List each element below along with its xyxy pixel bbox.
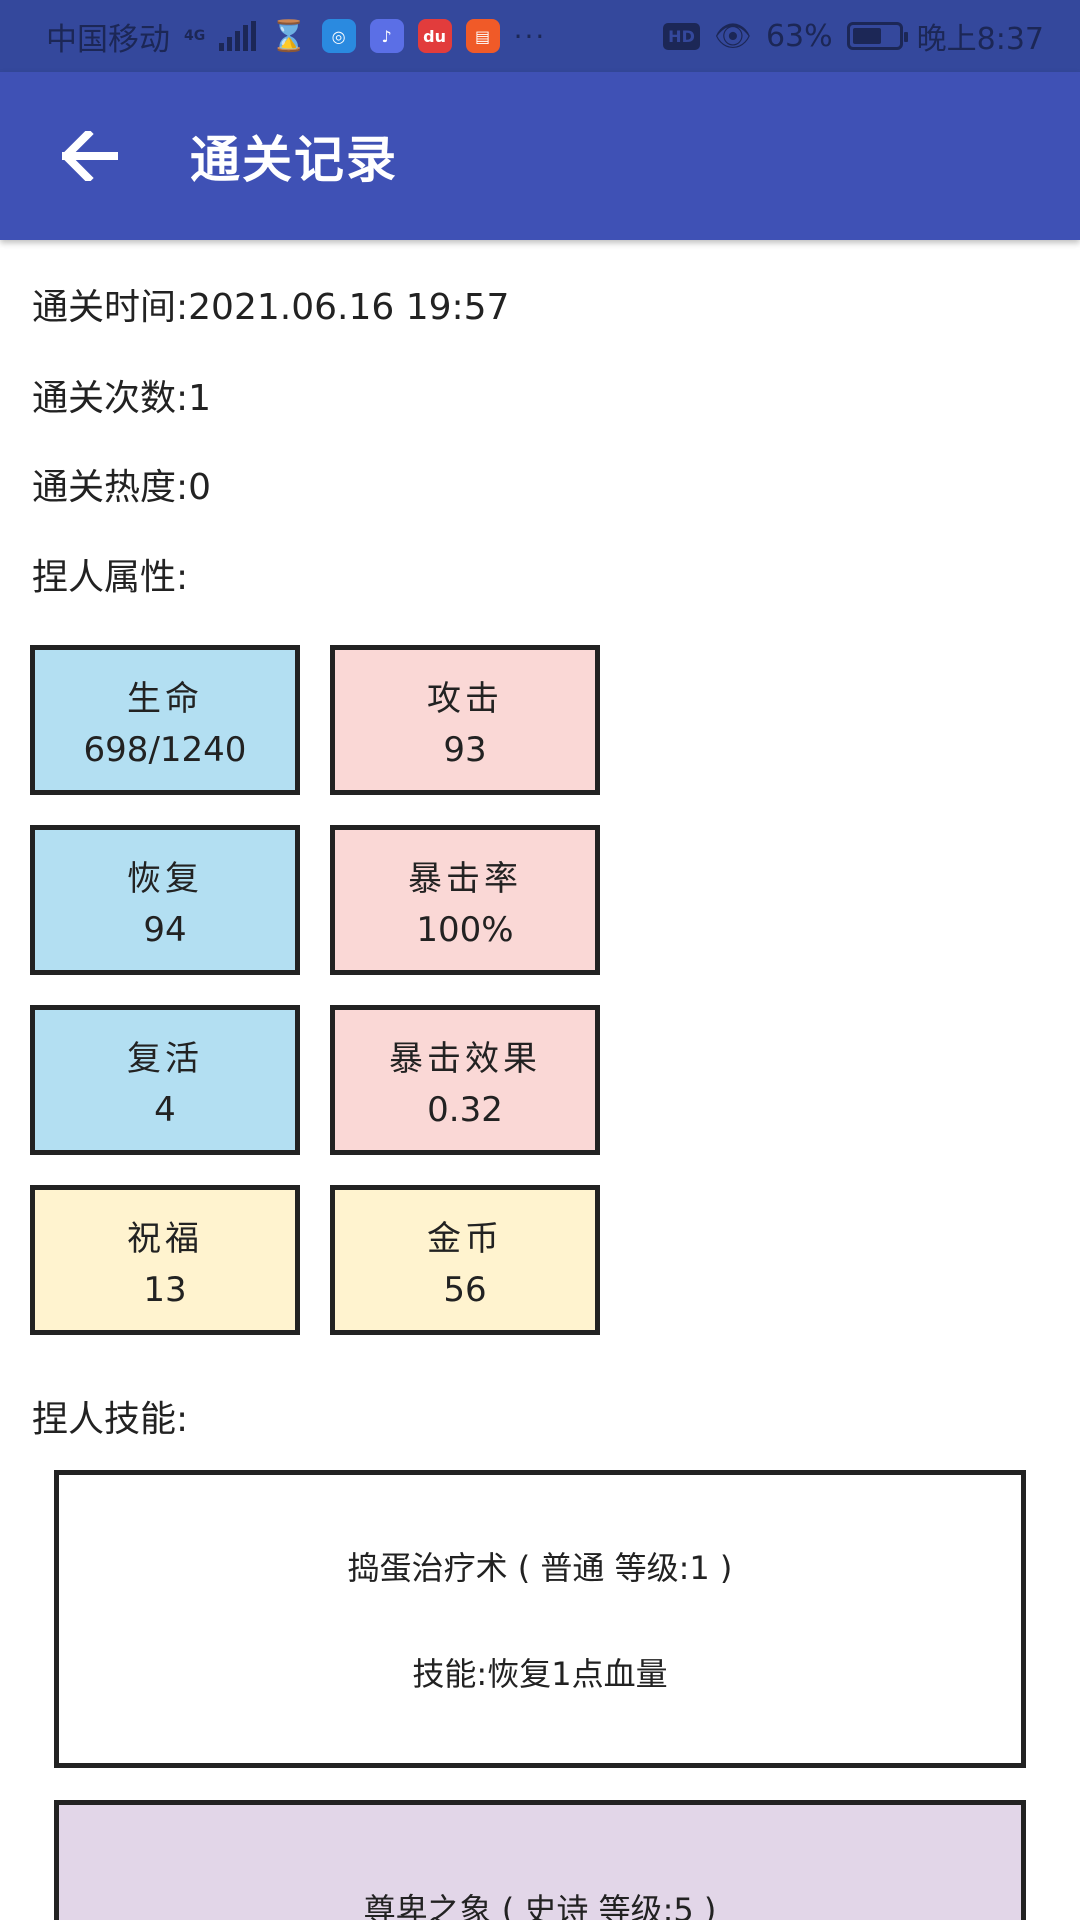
attribute-card: 金币 56 <box>330 1185 600 1335</box>
status-bar: 中国移动 4G ⌛ ◎ ♪ du ▤ ··· HD 👁 63% 晚上8:37 <box>0 0 1080 72</box>
signal-strength-icon <box>219 21 257 51</box>
carrier-label: 中国移动 <box>46 21 170 58</box>
news-notification-icon: ▤ <box>465 19 500 53</box>
attribute-value: 4 <box>154 1089 176 1130</box>
heat-text: 通关热度:0 <box>32 467 212 508</box>
arrow-left-icon <box>62 131 118 181</box>
battery-icon <box>846 22 908 50</box>
attribute-label: 复活 <box>127 1038 203 1079</box>
skill-name: 尊卑之象 ( 史诗 等级:5 ) <box>363 1891 717 1920</box>
attribute-label: 生命 <box>127 678 203 719</box>
skill-description: 技能:恢复1点血量 <box>412 1655 668 1693</box>
attribute-value: 0.32 <box>427 1089 503 1130</box>
attribute-label: 恢复 <box>127 858 203 899</box>
app-bar: 通关记录 <box>0 72 1080 240</box>
attribute-card: 暴击率 100% <box>330 825 600 975</box>
attribute-card: 祝福 13 <box>30 1185 300 1335</box>
attribute-value: 94 <box>143 909 187 950</box>
clear-time-text: 通关时间:2021.06.16 19:57 <box>32 287 510 328</box>
skill-name: 捣蛋治疗术 ( 普通 等级:1 ) <box>347 1549 733 1587</box>
attribute-card: 复活 4 <box>30 1005 300 1155</box>
music-notification-icon: ♪ <box>369 19 404 53</box>
attribute-value: 698/1240 <box>83 729 247 770</box>
status-bar-right: HD 👁 63% 晚上8:37 <box>663 14 1044 58</box>
attribute-value: 100% <box>416 909 514 950</box>
attribute-value: 93 <box>443 729 487 770</box>
skill-card: 捣蛋治疗术 ( 普通 等级:1 ) 技能:恢复1点血量 <box>54 1470 1026 1768</box>
attribute-card: 恢复 94 <box>30 825 300 975</box>
attribute-label: 祝福 <box>127 1218 203 1259</box>
back-button[interactable] <box>40 106 140 206</box>
attribute-value: 13 <box>143 1269 187 1310</box>
battery-percent-label: 63% <box>765 18 833 54</box>
attribute-label: 暴击效果 <box>389 1038 541 1079</box>
baidu-notification-icon: du <box>417 19 452 53</box>
attribute-label: 攻击 <box>427 678 503 719</box>
skill-card: 尊卑之象 ( 史诗 等级:5 ) <box>54 1800 1026 1920</box>
skills-heading: 捏人技能: <box>32 1399 189 1440</box>
hd-voice-badge: HD <box>663 22 700 50</box>
hourglass-icon: ⌛ <box>270 18 308 54</box>
attribute-card: 暴击效果 0.32 <box>330 1005 600 1155</box>
more-notifications-icon: ··· <box>513 19 547 53</box>
attribute-value: 56 <box>443 1269 487 1310</box>
attribute-card: 攻击 93 <box>330 645 600 795</box>
network-type-label: 4G <box>184 28 206 44</box>
attribute-label: 金币 <box>427 1218 503 1259</box>
status-bar-left: 中国移动 4G ⌛ ◎ ♪ du ▤ ··· <box>46 14 546 59</box>
page-title: 通关记录 <box>190 131 398 189</box>
eye-comfort-icon: 👁 <box>713 18 752 54</box>
attributes-heading: 捏人属性: <box>32 557 189 598</box>
browser-notification-icon: ◎ <box>321 19 356 53</box>
attribute-label: 暴击率 <box>408 858 522 899</box>
clock-label: 晚上8:37 <box>916 22 1044 57</box>
clear-count-text: 通关次数:1 <box>32 378 212 419</box>
attribute-card: 生命 698/1240 <box>30 645 300 795</box>
battery-level-fill <box>852 28 881 44</box>
